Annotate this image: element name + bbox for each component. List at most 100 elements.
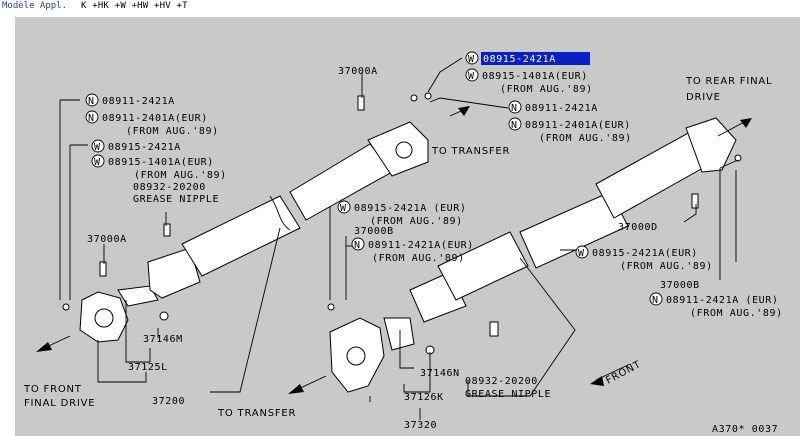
callout-part[interactable]: 08915-2421A (EUR)	[354, 203, 467, 214]
svg-text:W: W	[94, 142, 101, 153]
callout-right-w[interactable]: W 08915-2421A(EUR) (FROM AUG.'89)	[575, 245, 713, 272]
washer-top[interactable]	[410, 94, 418, 102]
nut-top[interactable]	[424, 92, 432, 100]
washer-marker-icon	[465, 68, 479, 82]
callout-alt[interactable]: 08911-2401A(EUR)	[102, 113, 208, 124]
grease-nipple-bottom-number[interactable]: 08932-20200	[465, 376, 538, 387]
callout-top-n[interactable]: N 08911-2421A N 08911-2401A(EUR) (FROM A…	[508, 100, 632, 144]
front-propeller-shaft-drawing[interactable]	[79, 121, 429, 343]
diagram-canvas[interactable]: TO REAR FINAL DRIVE TO TRANSFER TO FRONT…	[15, 17, 800, 436]
rear-tube-front[interactable]	[437, 231, 529, 301]
nut-left[interactable]	[62, 303, 70, 311]
callout-note: (FROM AUG.'89)	[372, 253, 465, 264]
part-37126K[interactable]: 37126K	[404, 392, 444, 403]
nut-right[interactable]	[734, 154, 742, 162]
label-to-transfer-top: TO TRANSFER	[431, 146, 510, 157]
washer-marker-icon	[575, 245, 589, 259]
figure-id: A370* 0037	[712, 424, 778, 435]
label-rear-final-1: TO REAR FINAL	[685, 76, 772, 87]
rear-spider[interactable]	[383, 317, 415, 351]
svg-text:W: W	[340, 203, 347, 214]
part-37146N[interactable]: 37146N	[420, 368, 460, 379]
part-37320[interactable]: 37320	[404, 420, 437, 431]
callout-note: (FROM AUG.'89)	[500, 84, 593, 95]
callout-note: (FROM AUG.'89)	[134, 170, 227, 181]
nut-marker-icon	[85, 93, 99, 107]
callout-left-w[interactable]: W 08915-2421A W 08915-1401A(EUR) (FROM A…	[91, 139, 227, 181]
label-rear-final-2: DRIVE	[686, 92, 721, 103]
grease-nipple-bottom-name: GREASE NIPPLE	[465, 389, 551, 400]
front-spider[interactable]	[117, 285, 159, 307]
callout-note: (FROM AUG.'89)	[126, 126, 219, 137]
svg-text:N: N	[354, 240, 361, 251]
part-37146M[interactable]: 37146M	[143, 334, 183, 345]
rear-propeller-shaft-drawing[interactable]	[329, 117, 737, 393]
washer-marker-icon	[465, 51, 479, 65]
callout-part[interactable]: 08911-2421A	[102, 96, 175, 107]
callout-part[interactable]: 08911-2421A (EUR)	[666, 295, 779, 306]
callout-note: (FROM AUG.'89)	[690, 308, 783, 319]
part-37000B-right[interactable]: 37000B	[660, 280, 700, 291]
washer-marker-icon	[337, 200, 351, 214]
bolt-37000A-top[interactable]	[357, 95, 365, 111]
nut-marker-icon	[649, 292, 663, 306]
callout-top-w[interactable]: W 08915-2421A W 08915-1401A(EUR) (FROM A…	[465, 51, 593, 95]
bolt-37000D[interactable]	[691, 193, 699, 209]
rear-tube-mid[interactable]	[519, 191, 629, 269]
selected-part-number[interactable]: 08915-2421A	[483, 54, 556, 65]
label-to-transfer-bottom: TO TRANSFER	[217, 408, 296, 419]
grease-nipple-left[interactable]	[163, 223, 171, 237]
snap-ring-37146M[interactable]	[159, 311, 169, 321]
callout-left-n[interactable]: N 08911-2421A N 08911-2401A(EUR) (FROM A…	[85, 93, 219, 137]
model-title: Modèle Appl.	[2, 1, 68, 11]
part-37000A-left[interactable]: 37000A	[87, 234, 127, 245]
part-37000A-top[interactable]: 37000A	[338, 66, 378, 77]
part-37125L[interactable]: 37125L	[128, 362, 168, 373]
callout-note: (FROM AUG.'89)	[539, 133, 632, 144]
callout-alt[interactable]: 08915-1401A(EUR)	[482, 71, 588, 82]
svg-text:W: W	[468, 71, 475, 82]
selection-highlight	[481, 52, 590, 65]
callout-mid-w[interactable]: W 08915-2421A (EUR) (FROM AUG.'89)	[337, 200, 467, 227]
callout-part[interactable]: 08915-2421A	[108, 142, 181, 153]
svg-text:W: W	[578, 248, 585, 259]
part-number-labels[interactable]: 37000A 37000A 37000B 37000B 37000D 37146…	[87, 66, 700, 431]
direction-arrows	[36, 106, 752, 394]
callout-mid-n[interactable]: N 08911-2421A(EUR) (FROM AUG.'89)	[351, 237, 474, 264]
callout-note: (FROM AUG.'89)	[620, 261, 713, 272]
callout-part[interactable]: 08915-2421A(EUR)	[592, 248, 698, 259]
shortcut-menu[interactable]: K +HK +W +HW +HV +T	[81, 1, 188, 11]
grease-nipple-left-number[interactable]: 08932-20200	[133, 182, 206, 193]
front-yoke[interactable]	[147, 247, 201, 299]
part-37000D[interactable]: 37000D	[618, 222, 658, 233]
nut-marker-icon	[351, 237, 365, 251]
bolt-37000A-left[interactable]	[99, 261, 107, 277]
label-front-final-1: TO FRONT	[23, 384, 82, 395]
nut-marker-icon	[508, 117, 522, 131]
callout-part[interactable]: 08911-2421A	[525, 103, 598, 114]
nut-marker-icon	[85, 110, 99, 124]
part-37200[interactable]: 37200	[152, 396, 185, 407]
callout-alt[interactable]: 08911-2401A(EUR)	[525, 120, 631, 131]
callout-note: (FROM AUG.'89)	[370, 216, 463, 227]
washer-marker-icon	[91, 154, 105, 168]
callout-part[interactable]: 08911-2421A(EUR)	[368, 240, 474, 251]
top-bar: Modèle Appl. K +HK +W +HW +HV +T	[0, 0, 800, 14]
front-tube[interactable]	[181, 195, 301, 277]
washer-marker-icon	[91, 139, 105, 153]
svg-text:N: N	[88, 96, 95, 107]
leader-lines	[59, 57, 739, 420]
marker-letter: W	[468, 54, 475, 65]
nut-37000B[interactable]	[327, 303, 335, 311]
grease-nipple-bottom[interactable]	[489, 321, 499, 337]
svg-text:N: N	[511, 103, 518, 114]
callout-right-n[interactable]: N 08911-2421A (EUR) (FROM AUG.'89)	[649, 292, 783, 319]
grease-nipple-left-name: GREASE NIPPLE	[133, 194, 219, 205]
part-37000B-mid[interactable]: 37000B	[354, 226, 394, 237]
front-flange-center	[94, 308, 114, 328]
nut-marker-icon	[508, 100, 522, 114]
rear-flange[interactable]	[685, 117, 737, 173]
callout-alt[interactable]: 08915-1401A(EUR)	[108, 157, 214, 168]
svg-text:W: W	[94, 157, 101, 168]
